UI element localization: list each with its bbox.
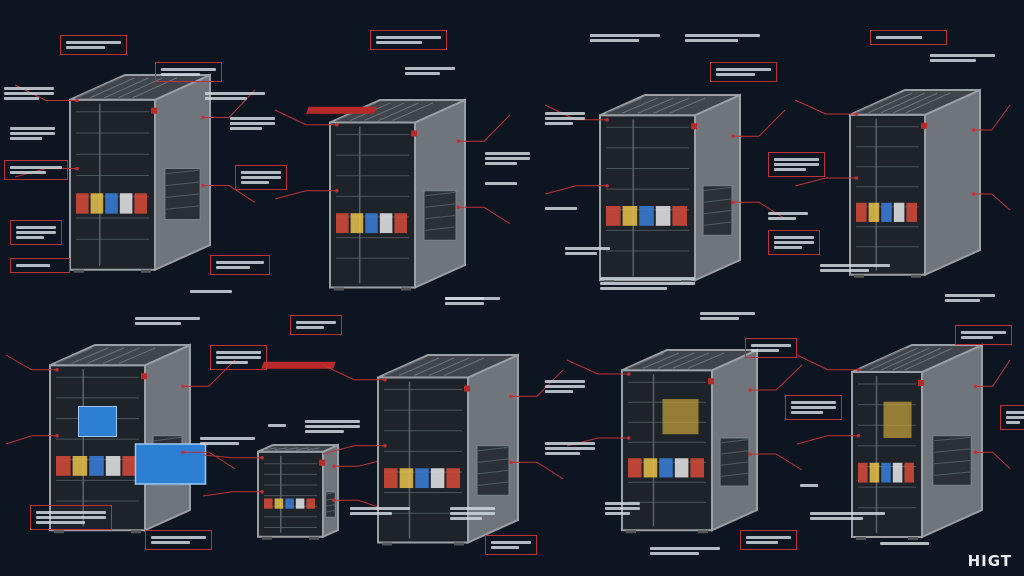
tower-4-case <box>849 88 981 278</box>
callout-label <box>10 220 62 245</box>
callout-label <box>485 150 530 167</box>
callout-label <box>545 440 595 457</box>
callout-label <box>210 255 270 275</box>
callout-label <box>450 505 495 522</box>
callout-label <box>485 180 530 187</box>
callout-label <box>545 378 585 395</box>
callout-label <box>205 90 265 102</box>
callout-label <box>545 110 585 127</box>
leader-lines <box>202 454 384 510</box>
callout-label <box>10 125 55 142</box>
callout-label <box>700 310 755 322</box>
callout-label <box>768 210 808 222</box>
callout-label <box>190 288 250 295</box>
callout-label <box>268 422 293 429</box>
callout-label <box>768 230 820 255</box>
callout-label <box>405 65 455 77</box>
callout-label <box>880 540 950 547</box>
callout-label <box>565 245 610 257</box>
leader-lines <box>5 354 236 470</box>
callout-label <box>4 160 68 180</box>
callout-label <box>930 52 995 64</box>
leader-lines <box>794 99 1011 211</box>
callout-label <box>590 32 660 44</box>
tower-9-case <box>851 343 983 540</box>
callout-label <box>145 530 212 550</box>
callout-label <box>235 165 287 190</box>
tower-2-case <box>306 98 466 291</box>
callout-label <box>605 500 640 517</box>
leader-lines <box>274 109 511 225</box>
leader-lines <box>796 354 1011 470</box>
tower-8-case <box>621 348 758 534</box>
callout-label <box>745 338 797 358</box>
callout-label <box>650 545 720 557</box>
callout-label <box>870 30 947 45</box>
callout-label <box>820 262 890 274</box>
callout-label <box>445 295 500 302</box>
watermark-logo: HIGT <box>967 552 1012 570</box>
callout-label <box>30 505 112 530</box>
callout-label <box>685 32 760 44</box>
leader-lines <box>322 364 564 480</box>
callout-label <box>350 505 410 517</box>
callout-label <box>600 275 695 292</box>
callout-label <box>370 30 447 50</box>
callout-label <box>305 418 360 435</box>
callout-label <box>10 258 70 273</box>
callout-label <box>800 482 825 489</box>
callout-label <box>60 35 127 55</box>
callout-label <box>1000 405 1024 430</box>
tower-5-case <box>49 343 207 534</box>
tower-6-case <box>257 443 339 540</box>
callout-label <box>200 435 255 447</box>
callout-label <box>135 315 200 327</box>
callout-label <box>768 152 825 177</box>
tower-1-case <box>69 73 211 273</box>
tower-7-case <box>261 353 519 546</box>
leader-lines <box>566 359 803 471</box>
callout-label <box>545 205 590 212</box>
callout-label <box>955 325 1012 345</box>
callout-label <box>230 115 275 132</box>
callout-label <box>740 530 797 550</box>
callout-label <box>155 62 222 82</box>
callout-label <box>710 62 777 82</box>
callout-label <box>4 85 54 102</box>
callout-label <box>485 535 537 555</box>
callout-label <box>785 395 842 420</box>
callout-label <box>210 345 267 370</box>
callout-label <box>290 315 342 335</box>
tower-3-case <box>599 93 741 284</box>
callout-label <box>945 292 995 304</box>
callout-label <box>810 510 885 522</box>
